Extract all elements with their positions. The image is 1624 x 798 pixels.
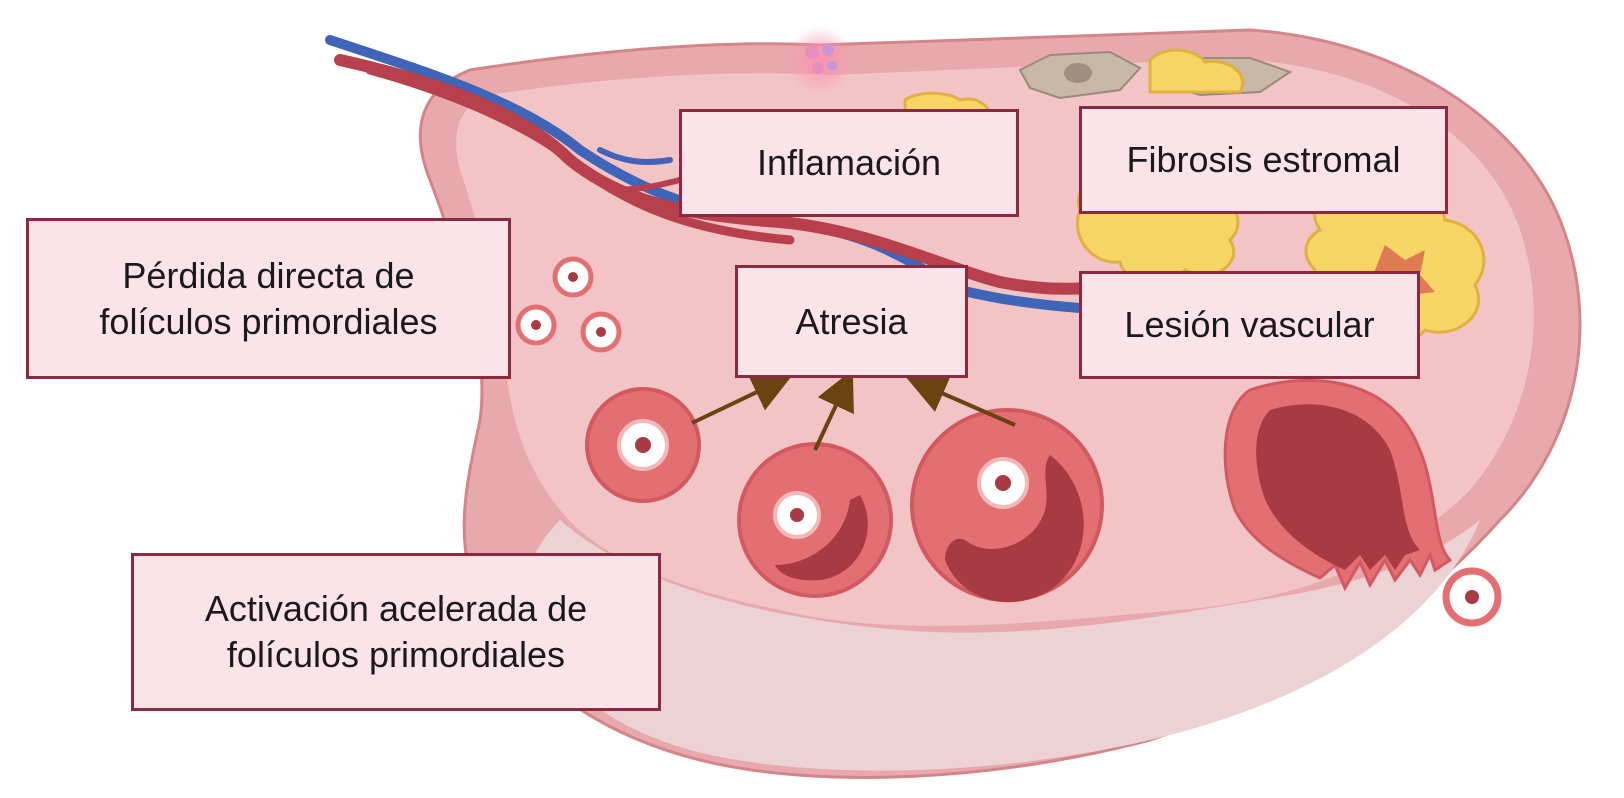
arrow-from-small-follicle bbox=[691, 374, 793, 425]
label-lesion-vascular: Lesión vascular bbox=[1079, 271, 1420, 379]
label-fibrosis-text: Fibrosis estromal bbox=[1126, 139, 1401, 180]
label-perdida-line-2: folículos primordiales bbox=[99, 300, 438, 342]
arrow-from-large-follicle bbox=[906, 375, 1016, 427]
primordial-follicles bbox=[515, 256, 1502, 627]
label-lesion-text: Lesión vascular bbox=[1124, 304, 1375, 345]
label-fibrosis-estromal: Fibrosis estromal bbox=[1079, 106, 1448, 214]
label-activacion-line-2: folículos primordiales bbox=[226, 634, 566, 675]
growing-follicles bbox=[585, 387, 1104, 603]
label-inflamacion: Inflamación bbox=[679, 109, 1019, 217]
atresia-arrows bbox=[691, 369, 1016, 451]
label-atresia-text: Atresia bbox=[795, 300, 908, 342]
label-perdida-line-1: Pérdida directa de bbox=[122, 254, 415, 296]
inflammation-cells bbox=[786, 26, 854, 94]
label-activacion-acelerada: Activación acelerada de folículos primor… bbox=[131, 553, 661, 711]
label-perdida-directa: Pérdida directa de folículos primordiale… bbox=[26, 218, 511, 379]
ruptured-follicle bbox=[1223, 378, 1453, 592]
blood-vessels bbox=[325, 35, 1091, 313]
arrow-from-medium-follicle bbox=[813, 369, 854, 451]
label-activacion-line-1: Activación acelerada de bbox=[204, 588, 588, 629]
label-atresia: Atresia bbox=[735, 265, 968, 378]
label-inflamacion-text: Inflamación bbox=[756, 142, 942, 183]
